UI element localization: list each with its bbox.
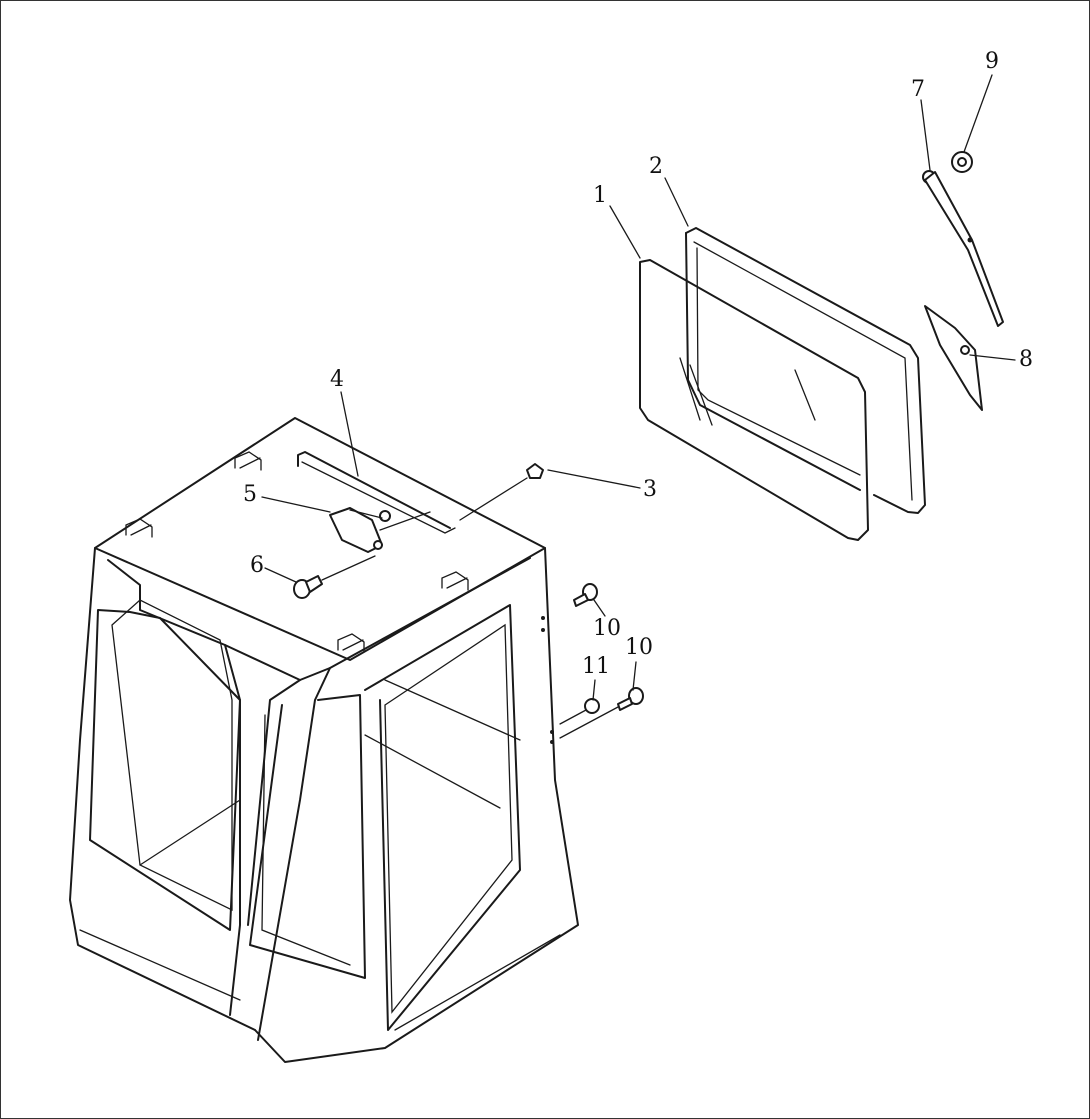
washer-11 (559, 698, 600, 725)
bolt-6 (293, 555, 376, 599)
callout-8: 8 (1019, 347, 1033, 372)
callout-5: 5 (243, 482, 257, 507)
wiper-blade (924, 305, 983, 411)
callout-4: 4 (330, 367, 344, 392)
callout-9: 9 (985, 49, 999, 74)
leader-lines (261, 74, 1016, 701)
nozzle-3 (459, 463, 544, 521)
callout-10-upper: 10 (593, 616, 621, 641)
bolt-10-lower (559, 687, 644, 739)
window-glass (639, 259, 869, 541)
washer-hose (297, 451, 456, 534)
callout-6: 6 (250, 553, 264, 578)
callout-7: 7 (911, 77, 925, 102)
window-seal (685, 227, 926, 514)
wiper-arm (922, 170, 1004, 327)
callout-11: 11 (582, 654, 610, 679)
callout-2: 2 (649, 154, 663, 179)
bolt-10-upper (573, 583, 598, 607)
callout-3: 3 (643, 477, 657, 502)
callout-10-lower: 10 (625, 635, 653, 660)
nut-9 (951, 151, 973, 173)
cab-body (69, 417, 579, 1063)
wiper-motor (329, 507, 431, 553)
callout-1: 1 (593, 183, 607, 208)
